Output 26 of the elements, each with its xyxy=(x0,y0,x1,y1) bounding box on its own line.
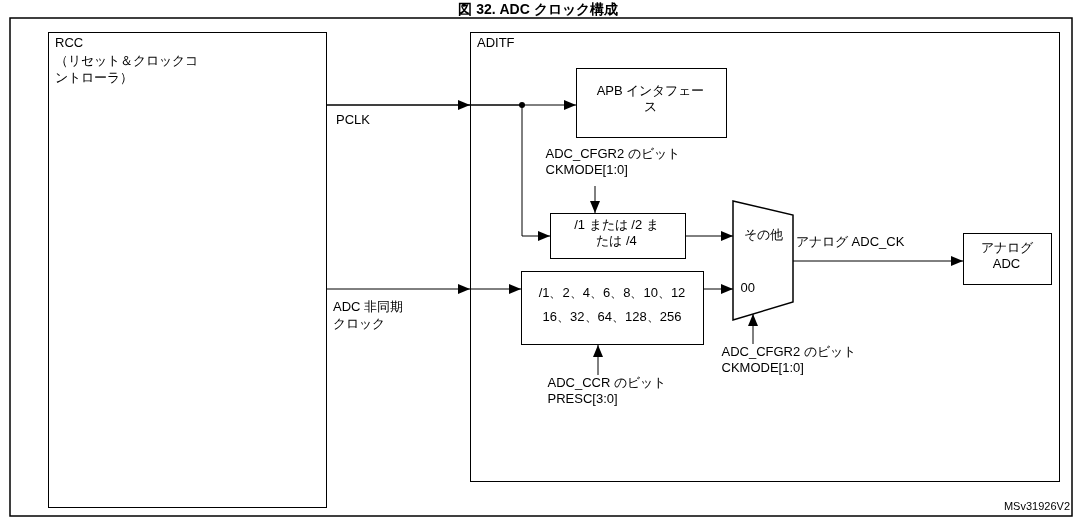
label-text: /1 または /2 または /4 xyxy=(573,216,660,251)
note-text: ADC_CCR のビット PRESC[3:0] xyxy=(547,374,667,409)
label-text: ADITF xyxy=(477,35,516,52)
arrow xyxy=(748,313,758,345)
arrow xyxy=(792,256,964,266)
block-box xyxy=(48,32,327,508)
edge-label: アナログ ADC_CK xyxy=(796,234,905,251)
label-text: /1、2、4、6、8、10、12 16、32、64、128、256 xyxy=(537,283,687,326)
block-box xyxy=(470,32,1060,482)
interface-box xyxy=(575,67,727,138)
label-text: RCC xyxy=(55,35,85,52)
prescaler-box xyxy=(520,270,704,345)
arrow xyxy=(593,344,603,376)
figure-title: 図 32. ADC クロック構成 xyxy=(458,1,618,17)
label-text: その他 xyxy=(743,226,784,244)
adc-box xyxy=(962,232,1052,285)
multiplexer-trapezoid xyxy=(732,200,793,320)
arrow xyxy=(326,284,522,294)
label-text: APB インタフェース xyxy=(596,82,705,117)
arrow xyxy=(326,104,551,241)
note-text: ADC_CFGR2 のビット CKMODE[1:0] xyxy=(721,343,857,378)
label-text: 00 xyxy=(740,279,756,297)
label-text: （リセット＆クロックコントローラ） xyxy=(55,53,199,87)
note-text: ADC_CFGR2 のビット CKMODE[1:0] xyxy=(545,145,681,180)
label-text: アナログ ADC xyxy=(979,239,1034,274)
arrow xyxy=(590,185,600,214)
